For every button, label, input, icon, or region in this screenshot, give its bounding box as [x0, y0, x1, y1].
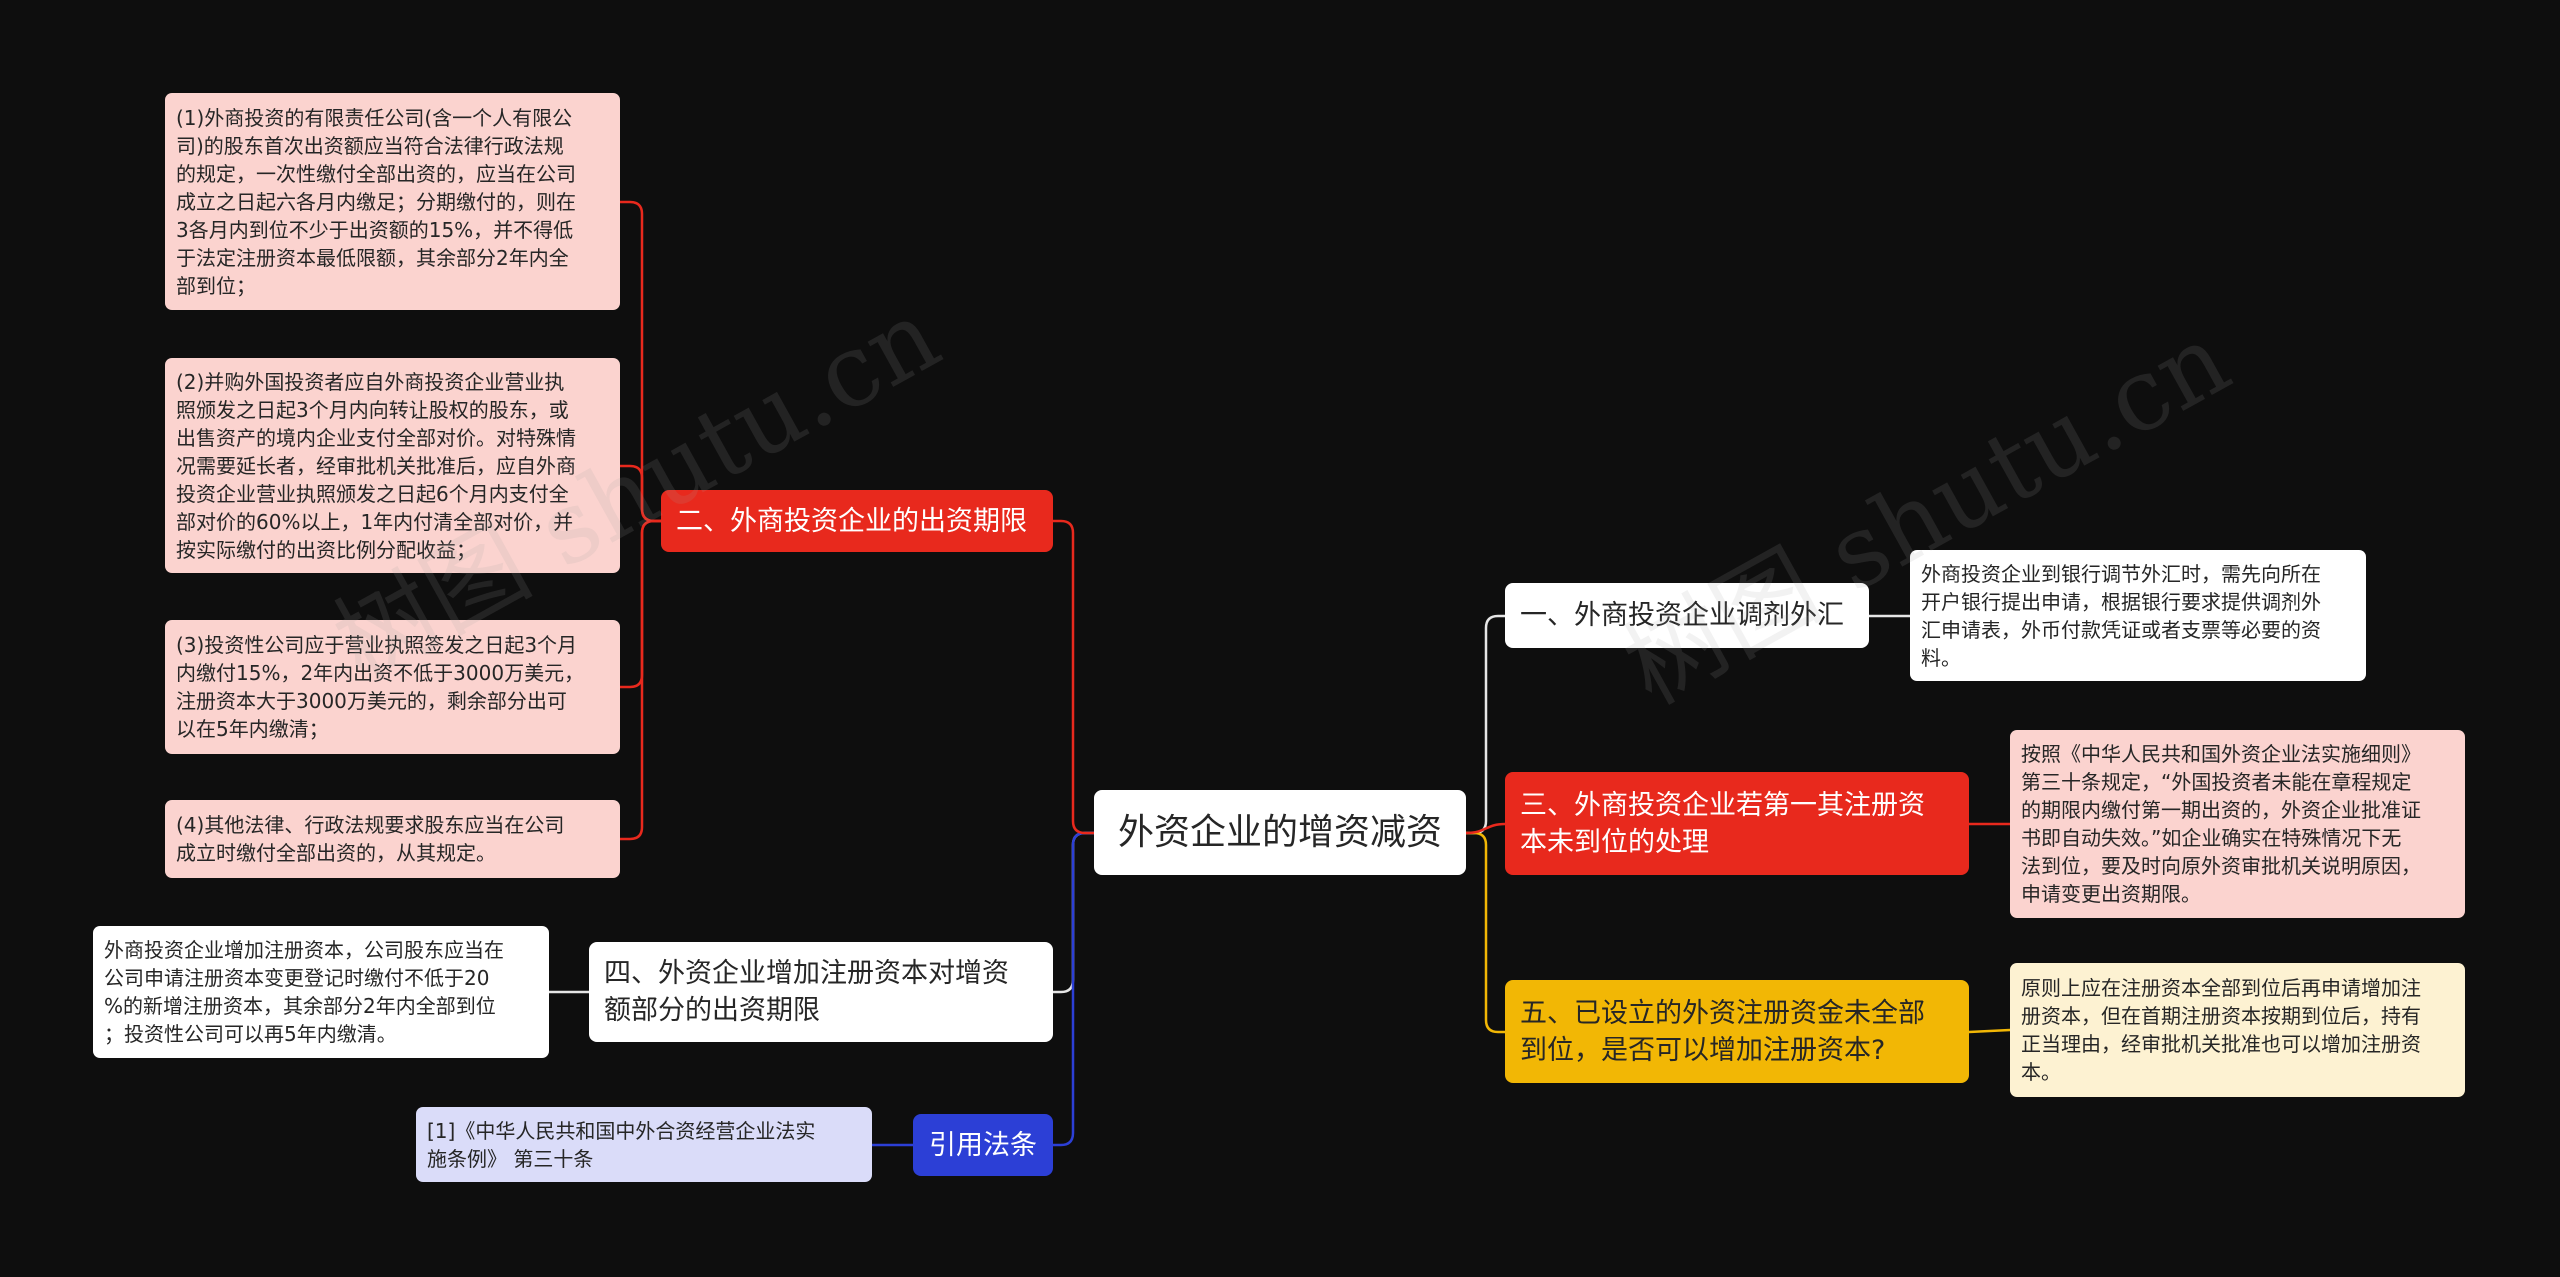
- text-line: 司)的股东首次出资额应当符合法律行政法规: [176, 133, 564, 158]
- text-line: 外商投资企业到银行调节外汇时，需先向所在: [1921, 561, 2321, 586]
- note-contribution-rule-3[interactable]: (3)投资性公司应于营业执照签发之日起3个月内缴付15%，2年内出资不低于300…: [165, 620, 620, 754]
- text-line: 施条例》 第三十条: [427, 1146, 594, 1171]
- topic-label: 四、外资企业增加注册资本对增资额部分的出资期限: [604, 955, 1038, 1029]
- text-line: 按实际缴付的出资比例分配收益；: [176, 537, 476, 562]
- note-text: 原则上应在注册资本全部到位后再申请增加注册资本，但在首期注册资本按期到位后，持有…: [2021, 974, 2454, 1086]
- text-line: 料。: [1921, 645, 1961, 670]
- note-text: 按照《中华人民共和国外资企业法实施细则》第三十条规定，“外国投资者未能在章程规定…: [2021, 740, 2454, 908]
- note-text: 外商投资企业到银行调节外汇时，需先向所在开户银行提出申请，根据银行要求提供调剂外…: [1921, 560, 2355, 672]
- text-line: 照颁发之日起3个月内向转让股权的股东，或: [176, 397, 569, 422]
- text-line: 成立之日起六各月内缴足；分期缴付的，则在: [176, 189, 576, 214]
- topic-label: 一、外商投资企业调剂外汇: [1520, 597, 1854, 634]
- text-line: 引用法条: [929, 1129, 1037, 1161]
- text-line: 的期限内缴付第一期出资的，外资企业批准证: [2021, 798, 2421, 822]
- text-line: (1)外商投资的有限责任公司(含一个人有限公: [176, 105, 573, 130]
- note-text: (3)投资性公司应于营业执照签发之日起3个月内缴付15%，2年内出资不低于300…: [176, 631, 609, 743]
- text-line: 按照《中华人民共和国外资企业法实施细则》: [2021, 742, 2421, 766]
- connector-line: [618, 519, 663, 841]
- text-line: (2)并购外国投资者应自外商投资企业营业执: [176, 369, 565, 394]
- text-line: 册资本，但在首期注册资本按期到位后，持有: [2021, 1004, 2421, 1028]
- text-line: 本。: [2021, 1060, 2061, 1084]
- connector-line: [1464, 614, 1507, 835]
- text-line: 内缴付15%，2年内出资不低于3000万美元，: [176, 661, 585, 685]
- text-line: 三、外商投资企业若第一其注册资: [1520, 789, 1925, 821]
- text-line: %的新增注册资本，其余部分2年内全部到位: [104, 994, 496, 1018]
- text-line: 正当理由，经审批机关批准也可以增加注册资: [2021, 1032, 2421, 1056]
- topic-unpaid-capital-handling[interactable]: 三、外商投资企业若第一其注册资本未到位的处理: [1505, 772, 1969, 875]
- text-line: 开户银行提出申请，根据银行要求提供调剂外: [1921, 589, 2321, 614]
- text-line: 出售资产的境内企业支付全部对价。对特殊情: [176, 425, 576, 450]
- topic-foreign-exchange-adjustment[interactable]: 一、外商投资企业调剂外汇: [1505, 583, 1869, 648]
- note-text: (4)其他法律、行政法规要求股东应当在公司成立时缴付全部出资的，从其规定。: [176, 811, 609, 867]
- topic-label: 五、已设立的外资注册资金未全部到位，是否可以增加注册资本?: [1520, 995, 1954, 1069]
- text-line: 额部分的出资期限: [604, 995, 820, 1026]
- text-line: 部到位；: [176, 273, 256, 298]
- note-foreign-exchange[interactable]: 外商投资企业到银行调节外汇时，需先向所在开户银行提出申请，根据银行要求提供调剂外…: [1910, 550, 2366, 681]
- text-line: 本未到位的处理: [1520, 826, 1709, 858]
- note-unpaid-capital[interactable]: 按照《中华人民共和国外资企业法实施细则》第三十条规定，“外国投资者未能在章程规定…: [2010, 730, 2465, 918]
- topic-cited-law[interactable]: 引用法条: [913, 1114, 1053, 1176]
- note-text: (2)并购外国投资者应自外商投资企业营业执照颁发之日起3个月内向转让股权的股东，…: [176, 368, 609, 564]
- text-line: (4)其他法律、行政法规要求股东应当在公司: [176, 813, 565, 837]
- text-line: 申请变更出资期限。: [2021, 882, 2201, 906]
- text-line: 书即自动失效。”如企业确实在特殊情况下无: [2021, 826, 2402, 850]
- text-line: (3)投资性公司应于营业执照签发之日起3个月: [176, 633, 578, 657]
- connector-line: [1464, 831, 1507, 1034]
- text-line: 二、外商投资企业的出资期限: [676, 505, 1027, 537]
- note-capital-increase[interactable]: 外商投资企业增加注册资本，公司股东应当在公司申请注册资本变更登记时缴付不低于20…: [93, 926, 549, 1058]
- text-line: 投资企业营业执照颁发之日起6个月内支付全: [176, 481, 569, 506]
- text-line: 的规定，一次性缴付全部出资的，应当在公司: [176, 161, 576, 186]
- text-line: 第三十条规定，“外国投资者未能在章程规定: [2021, 770, 2412, 794]
- text-line: 成立时缴付全部出资的，从其规定。: [176, 841, 496, 865]
- text-line: ；投资性公司可以再5年内缴清。: [104, 1022, 397, 1046]
- note-text: (1)外商投资的有限责任公司(含一个人有限公司)的股东首次出资额应当符合法律行政…: [176, 104, 609, 300]
- root-topic[interactable]: 外资企业的增资减资: [1094, 790, 1466, 875]
- note-contribution-rule-2[interactable]: (2)并购外国投资者应自外商投资企业营业执照颁发之日起3个月内向转让股权的股东，…: [165, 358, 620, 573]
- text-line: 公司申请注册资本变更登记时缴付不低于20: [104, 966, 490, 990]
- note-contribution-rule-4[interactable]: (4)其他法律、行政法规要求股东应当在公司成立时缴付全部出资的，从其规定。: [165, 800, 620, 878]
- text-line: 以在5年内缴清；: [176, 717, 329, 741]
- topic-label: 三、外商投资企业若第一其注册资本未到位的处理: [1520, 787, 1954, 861]
- text-line: 注册资本大于3000万美元的，剩余部分出可: [176, 689, 567, 713]
- text-line: 五、已设立的外资注册资金未全部: [1520, 997, 1925, 1029]
- note-cited-law[interactable]: [1]《中华人民共和国中外合资经营企业法实施条例》 第三十条: [416, 1107, 872, 1182]
- text-line: 3各月内到位不少于出资额的15%，并不得低: [176, 217, 574, 242]
- topic-label: 外资企业的增资减资: [1106, 811, 1454, 855]
- topic-capital-contribution-deadline[interactable]: 二、外商投资企业的出资期限: [661, 490, 1053, 552]
- text-line: 法到位，要及时向原外资审批机关说明原因，: [2021, 854, 2421, 878]
- topic-capital-increase-deadline[interactable]: 四、外资企业增加注册资本对增资额部分的出资期限: [589, 942, 1053, 1042]
- text-line: 部对价的60%以上，1年内付清全部对价，并: [176, 509, 574, 534]
- note-text: 外商投资企业增加注册资本，公司股东应当在公司申请注册资本变更登记时缴付不低于20…: [104, 936, 538, 1048]
- text-line: 外商投资企业增加注册资本，公司股东应当在: [104, 938, 504, 962]
- note-contribution-rule-1[interactable]: (1)外商投资的有限责任公司(含一个人有限公司)的股东首次出资额应当符合法律行政…: [165, 93, 620, 310]
- text-line: [1]《中华人民共和国中外合资经营企业法实: [427, 1118, 816, 1143]
- topic-label: 二、外商投资企业的出资期限: [676, 503, 1038, 540]
- connector-line: [618, 519, 663, 689]
- connector-line: [1464, 822, 1507, 835]
- text-line: 外资企业的增资减资: [1117, 811, 1442, 853]
- note-text: [1]《中华人民共和国中外合资经营企业法实施条例》 第三十条: [427, 1117, 861, 1173]
- connector-line: [1051, 831, 1096, 1147]
- note-increase-before-full-payment[interactable]: 原则上应在注册资本全部到位后再申请增加注册资本，但在首期注册资本按期到位后，持有…: [2010, 963, 2465, 1097]
- text-line: 四、外资企业增加注册资本对增资: [604, 958, 1009, 989]
- connector-line: [1967, 1028, 2012, 1034]
- topic-increase-before-full-payment[interactable]: 五、已设立的外资注册资金未全部到位，是否可以增加注册资本?: [1505, 980, 1969, 1083]
- connector-line: [618, 464, 663, 523]
- topic-label: 引用法条: [925, 1127, 1041, 1164]
- text-line: 况需要延长者，经审批机关批准后，应自外商: [176, 453, 576, 478]
- text-line: 汇申请表，外币付款凭证或者支票等必要的资: [1921, 617, 2321, 642]
- text-line: 原则上应在注册资本全部到位后再申请增加注: [2021, 976, 2421, 1000]
- text-line: 到位，是否可以增加注册资本?: [1520, 1034, 1886, 1066]
- text-line: 一、外商投资企业调剂外汇: [1520, 600, 1844, 631]
- connector-line: [1051, 519, 1096, 835]
- text-line: 于法定注册资本最低限额，其余部分2年内全: [176, 245, 569, 270]
